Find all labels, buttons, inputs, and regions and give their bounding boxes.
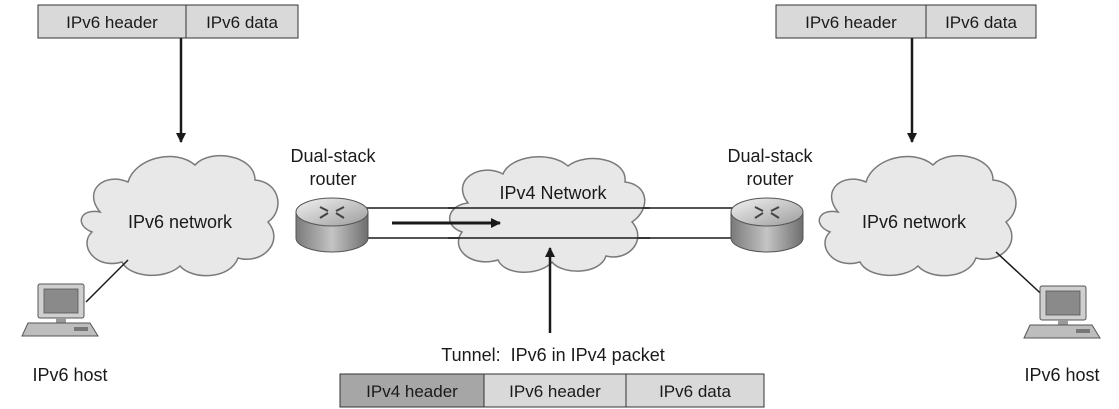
left-host-link — [85, 259, 129, 303]
left-host-label: IPv6 host — [32, 365, 107, 385]
left-ipv6-network-cloud: IPv6 network — [80, 154, 279, 277]
tunnel-packet-ipv4-header-label: IPv4 header — [366, 382, 458, 401]
tunnel-packet-ipv4-header-cell — [339, 373, 485, 408]
right-packet: IPv6 header IPv6 data — [775, 4, 1037, 39]
left-router-icon — [295, 197, 369, 253]
right-packet-header-cell — [775, 4, 927, 39]
right-packet-data-cell — [925, 4, 1037, 39]
right-ipv6-network-cloud: IPv6 network — [818, 154, 1017, 277]
right-packet-data-label: IPv6 data — [945, 13, 1017, 32]
right-host-label: IPv6 host — [1024, 365, 1099, 385]
left-packet-header-label: IPv6 header — [66, 13, 158, 32]
tunnel-packet-data-label: IPv6 data — [659, 382, 731, 401]
right-packet-header-label: IPv6 header — [805, 13, 897, 32]
right-router-label-line2: router — [746, 169, 793, 189]
tunnel-packet-data-cell — [625, 373, 765, 408]
left-packet-data-cell — [185, 4, 299, 39]
left-host-computer-icon — [21, 283, 99, 337]
right-router-label-line1: Dual-stack — [727, 146, 813, 166]
ipv4-network-cloud: IPv4 Network — [449, 155, 646, 273]
left-packet-data-label: IPv6 data — [206, 13, 278, 32]
tunnel-packet: IPv4 header IPv6 header IPv6 data — [339, 373, 765, 408]
left-router-label-line2: router — [309, 169, 356, 189]
tunnel-label: Tunnel: IPv6 in IPv4 packet — [441, 345, 664, 365]
right-host-computer-icon — [1023, 285, 1101, 339]
right-router-icon — [730, 197, 804, 253]
tunnel-packet-ipv6-header-label: IPv6 header — [509, 382, 601, 401]
tunnel-packet-ipv6-header-cell — [483, 373, 627, 408]
left-packet: IPv6 header IPv6 data — [37, 4, 299, 39]
left-ipv6-network-label: IPv6 network — [128, 212, 233, 232]
ipv4-network-label: IPv4 Network — [499, 183, 607, 203]
left-packet-header-cell — [37, 4, 187, 39]
right-ipv6-network-label: IPv6 network — [862, 212, 967, 232]
left-router-label-line1: Dual-stack — [290, 146, 376, 166]
